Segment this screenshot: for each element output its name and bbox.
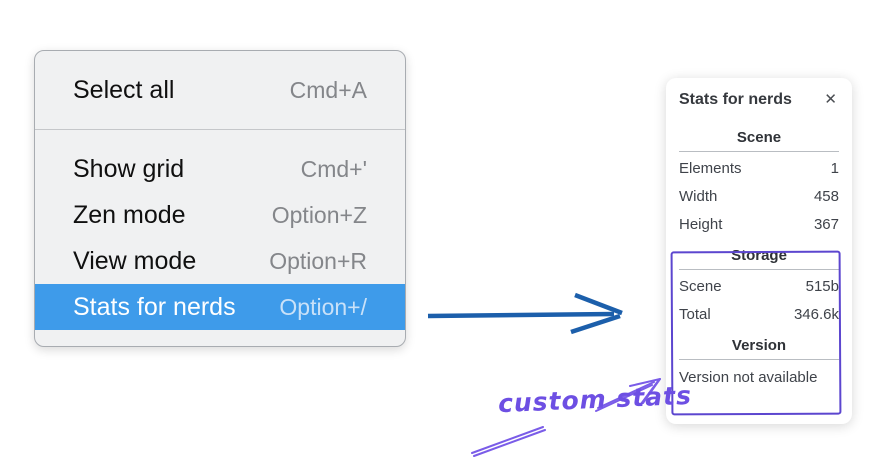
menu-item-label: View mode [73,246,197,275]
stat-row-width: Width 458 [679,183,839,211]
menu-item-zen-mode[interactable]: Zen mode Option+Z [35,192,405,238]
section-divider [679,269,839,270]
menu-divider [35,129,405,130]
section-divider [679,359,839,360]
stats-section-scene: Scene Elements 1 Width 458 Height 367 [679,129,839,239]
version-note: Version not available [679,369,818,386]
menu-item-view-mode[interactable]: View mode Option+R [35,238,405,284]
menu-section-bottom: Show grid Cmd+' Zen mode Option+Z View m… [35,130,405,346]
menu-item-shortcut: Option+R [269,247,367,274]
section-divider [679,151,839,152]
annotation-label: custom stats [497,380,693,419]
stat-row-height: Height 367 [679,211,839,239]
stat-value: 346.6k [793,306,839,323]
stats-panel-header: Stats for nerds ✕ [679,90,839,109]
menu-item-label: Select all [73,75,175,104]
stats-panel: Stats for nerds ✕ Scene Elements 1 Width… [666,78,852,424]
stat-label: Total [679,306,711,323]
menu-item-show-grid[interactable]: Show grid Cmd+' [35,146,405,192]
stats-section-storage: Storage Scene 515b Total 346.6k [679,247,839,329]
stat-label: Height [679,216,723,233]
stats-panel-title: Stats for nerds [679,90,792,108]
menu-item-label: Stats for nerds [73,292,236,321]
stat-label: Elements [679,160,742,177]
stats-section-version: Version Version not available [679,337,839,393]
stat-value: 515b [805,278,839,295]
menu-item-shortcut: Option+Z [271,201,367,228]
stat-value: 1 [830,160,839,177]
menu-item-select-all[interactable]: Select all Cmd+A [35,67,405,113]
menu-item-label: Zen mode [73,200,186,229]
stat-value: 458 [813,188,839,205]
menu-item-shortcut: Cmd+' [300,155,367,182]
section-header: Storage [731,247,787,264]
stat-row-scene-storage: Scene 515b [679,273,839,301]
close-icon[interactable]: ✕ [824,91,837,108]
pointer-arrow-icon [427,292,623,335]
stat-row-total-storage: Total 346.6k [679,301,839,329]
section-header: Version [731,337,787,354]
context-menu: Select all Cmd+A Show grid Cmd+' Zen mod… [34,50,406,347]
stat-row-elements: Elements 1 [679,155,839,183]
menu-item-shortcut: Cmd+A [289,76,367,103]
menu-section-top: Select all Cmd+A [35,51,405,129]
stat-label: Width [679,188,718,205]
menu-item-shortcut: Option+/ [279,293,367,320]
stat-value: 367 [813,216,839,233]
stat-label: Scene [679,278,722,295]
menu-item-label: Show grid [73,154,185,183]
menu-item-stats-for-nerds[interactable]: Stats for nerds Option+/ [35,284,405,330]
section-header: Scene [736,129,782,146]
